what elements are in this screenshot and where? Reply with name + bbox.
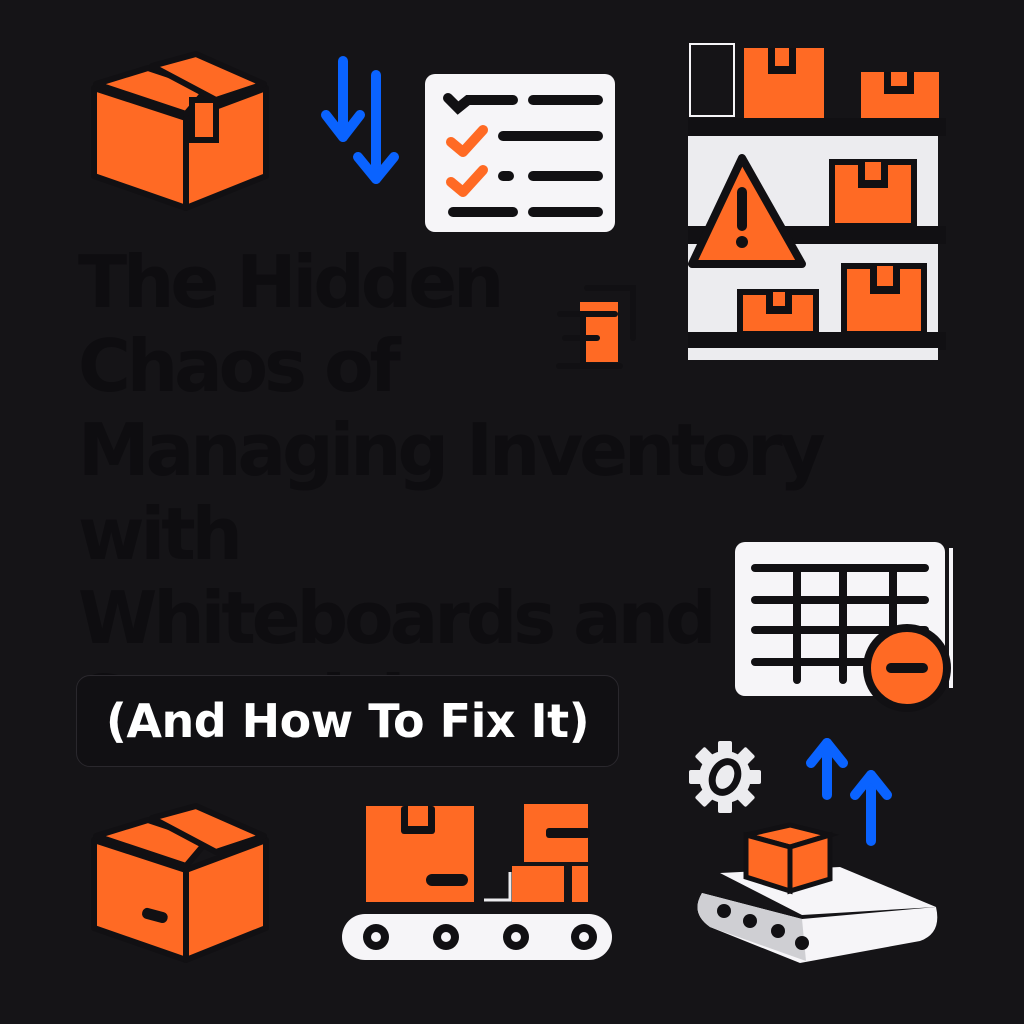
cardboard-box-bottom-icon [91, 803, 269, 963]
subtitle-pill: (And How To Fix It) [76, 675, 619, 767]
headline-line-1: The Hidden [78, 240, 504, 324]
down-arrows-icon [321, 56, 399, 184]
subtitle-text: (And How To Fix It) [105, 694, 590, 748]
up-arrows-icon [806, 738, 892, 846]
headline-line-2: Chaos of [78, 324, 401, 408]
conveyor-belt-boxes-icon [342, 804, 612, 960]
warehouse-shelf-warning-icon [688, 43, 946, 360]
cardboard-box-icon [91, 51, 269, 211]
gear-icon [689, 741, 761, 813]
headline-line-4: Whiteboards and [78, 576, 717, 660]
checklist-icon [425, 74, 615, 232]
conveyor-box-icon [697, 822, 938, 963]
small-box-fragment-icon [556, 285, 636, 369]
spreadsheet-error-icon [735, 542, 953, 712]
headline-line-3: Managing Inventory with [78, 408, 826, 576]
